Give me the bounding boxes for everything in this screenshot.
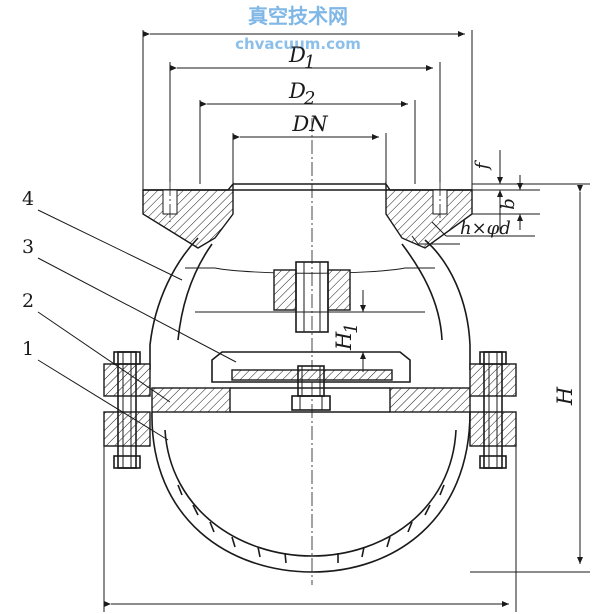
dim-h-lines [470,183,590,573]
part-label-1: 1 [22,338,34,360]
strainer-basket [151,411,471,573]
part-callouts [37,209,237,441]
dim-h1: H 1 [332,323,362,351]
dim-h: H [553,386,577,406]
dim-d1-sub: 1 [304,52,315,73]
dim-overall-width [103,446,517,612]
seat-ring [151,387,471,413]
dim-bolt-holes: h×φd [460,218,511,239]
dim-h1-lines [350,290,372,372]
bolt-right [469,351,517,469]
watermark: 真空技术网 chvacuum.com [235,4,361,53]
part-label-3: 3 [22,236,34,258]
dim-b: b [498,198,519,210]
bolt-left [103,351,151,469]
watermark-site: chvacuum.com [235,35,361,53]
watermark-chinese: 真空技术网 [248,4,348,28]
dimension-lines [142,30,473,190]
dim-h1-sub: 1 [341,323,362,334]
part-label-2: 2 [22,290,34,312]
dim-h1-letter: H [332,331,356,351]
dim-d1: D 1 [288,43,315,73]
top-flange [142,181,473,249]
dim-f: f [472,159,493,171]
valve-body [149,237,471,370]
dim-d2: D 2 [288,79,315,109]
dim-dn: DN [291,112,328,136]
stem-guide [273,261,351,333]
dim-d2-sub: 2 [303,88,315,109]
valve-disc [211,351,411,411]
part-label-4: 4 [22,188,34,210]
dim-d2-letter: D [288,79,306,103]
flange-thickness-dims [411,150,540,245]
dim-d1-letter: D [288,43,306,67]
